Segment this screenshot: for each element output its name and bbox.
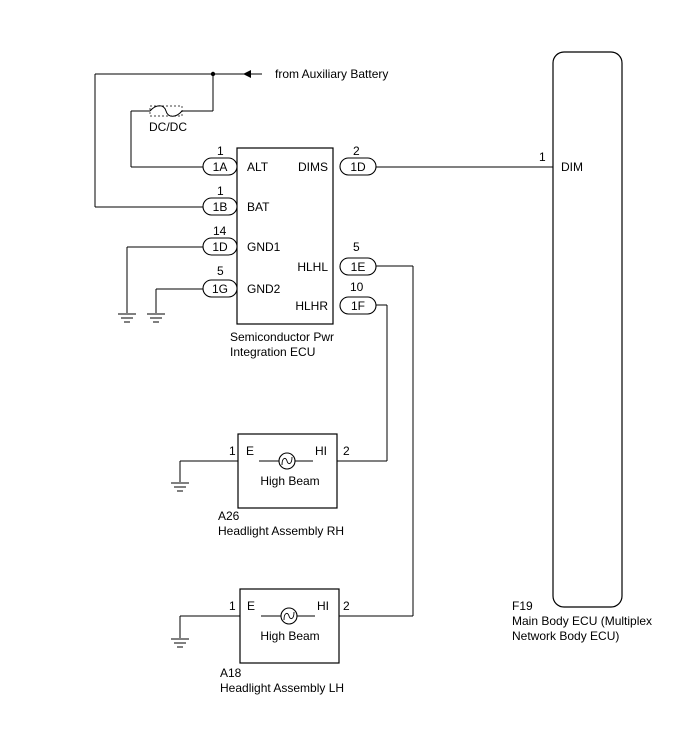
connector-label: 1A [213, 160, 228, 174]
pin-number: 5 [217, 264, 224, 278]
main-body-ecu-box [552, 51, 623, 608]
bulb-icon [280, 607, 298, 625]
connector-label: 1D [212, 240, 228, 254]
main-body-ecu-code: F19 [512, 599, 533, 613]
semiconductor-ecu-name-line1: Semiconductor Pwr [230, 330, 334, 344]
pin-name: ALT [247, 160, 269, 174]
power-supply-wiring [94, 70, 262, 208]
pin-number: 1 [217, 184, 224, 198]
headlight-rh-pin-e-number: 1 [229, 444, 236, 458]
headlight-rh-pin-hi-number: 2 [343, 444, 350, 458]
headlight-signal-wiring [337, 265, 414, 617]
headlight-lh-pin-hi-name: HI [317, 599, 329, 613]
pin-number: 10 [350, 280, 364, 294]
pin-name: HLHR [295, 299, 328, 313]
main-body-ecu-pin-number: 1 [539, 150, 546, 164]
aux-battery-label: from Auxiliary Battery [275, 67, 388, 81]
headlight-lh-code: A18 [220, 666, 242, 680]
headlight-rh-lamp-label: High Beam [260, 474, 319, 488]
pin-name: HLHL [297, 260, 328, 274]
ground-icon [171, 638, 189, 648]
headlight-rh-pin-e-name: E [246, 444, 254, 458]
headlight-lh-lamp-label: High Beam [260, 629, 319, 643]
headlight-lh-pin-e-name: E [247, 599, 255, 613]
semiconductor-ecu-box [236, 147, 334, 325]
pin-dims: 2 1D DIMS [298, 144, 377, 176]
pin-hlhl: 5 1E HLHL [297, 240, 377, 276]
pin-number: 2 [353, 144, 360, 158]
pin-hlhr: 10 1F HLHR [295, 280, 377, 315]
pin-number: 1 [217, 144, 224, 158]
main-body-ecu-name-line2: Network Body ECU) [512, 629, 619, 643]
connector-label: 1E [351, 260, 366, 274]
ecu-ground-wiring [126, 246, 203, 313]
main-body-ecu-name-line1: Main Body ECU (Multiplex [512, 614, 652, 628]
headlight-rh: 1 E HI 2 High Beam A26 Headlight Assembl… [171, 433, 350, 538]
pin-name: BAT [247, 200, 270, 214]
fuse-label: DC/DC [149, 120, 187, 134]
connector-label: 1F [351, 299, 365, 313]
headlight-rh-box [237, 433, 338, 509]
pin-bat: 1 1B BAT [202, 184, 270, 216]
pin-name: DIMS [298, 160, 328, 174]
pin-alt: 1 1A ALT [202, 144, 269, 176]
fuse-icon [149, 105, 183, 117]
headlight-rh-name: Headlight Assembly RH [218, 524, 344, 538]
headlight-lh-pin-hi-number: 2 [343, 599, 350, 613]
headlight-rh-pin-hi-name: HI [315, 444, 327, 458]
pin-name: GND1 [247, 240, 281, 254]
connector-label: 1B [213, 200, 228, 214]
bulb-icon [278, 452, 296, 470]
pin-number: 14 [213, 224, 227, 238]
pin-gnd2: 5 1G GND2 [202, 264, 281, 298]
connector-pill [202, 197, 238, 216]
connector-label: 1D [350, 160, 366, 174]
headlight-lh: 1 E HI 2 High Beam A18 Headlight Assembl… [171, 588, 350, 695]
ground-icon [147, 313, 165, 323]
headlight-lh-box [239, 588, 340, 664]
ground-icon [171, 482, 189, 492]
main-body-ecu-pin-name: DIM [561, 160, 583, 174]
pin-number: 5 [353, 240, 360, 254]
headlight-lh-pin-e-number: 1 [229, 599, 236, 613]
pin-gnd1: 14 1D GND1 [202, 224, 281, 256]
headlight-rh-code: A26 [218, 509, 240, 523]
semiconductor-ecu-name-line2: Integration ECU [230, 345, 315, 359]
pin-name: GND2 [247, 282, 281, 296]
ground-icon [118, 313, 136, 323]
headlight-lh-name: Headlight Assembly LH [220, 681, 344, 695]
connector-label: 1G [212, 282, 228, 296]
connector-pill [202, 157, 238, 176]
